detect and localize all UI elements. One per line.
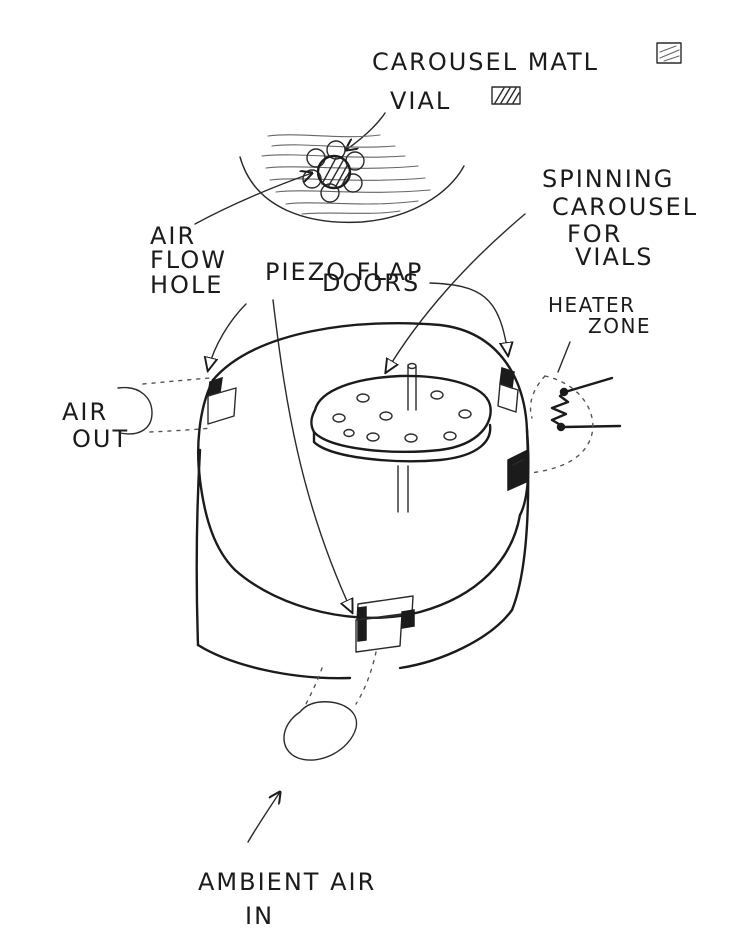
inset-outline [239,156,465,224]
spinning-carousel-callout: SPINNING CAROUSEL FOR VIALS [386,165,698,372]
chamber-lower-rim [197,378,522,619]
vial-holes [332,390,472,443]
carousel-disk-edge [312,423,492,463]
chamber-base-right [398,608,514,670]
spinning-carousel-label-line4: VIALS [575,243,654,271]
ambient-air-label-line2: IN [245,902,274,930]
air-flow-hole-callout: AIR FLOW HOLE [150,173,312,299]
legend-vial-label: VIAL [390,87,451,115]
air-flow-hole-arrow [194,173,312,225]
legend-carousel-matl-label: CAROUSEL MATL [372,48,599,76]
chamber-base-left [196,643,352,680]
heater-zone-dotted-inner [529,375,546,419]
ambient-air-inlet [283,701,358,761]
air-flow-hole-label-line1: AIR [150,222,196,250]
air-flow-hole-label-line3: HOLE [150,271,223,299]
air-out-dotted-upper [142,377,211,385]
air-out-label-line1: AIR [62,398,108,426]
legend: CAROUSEL MATL VIAL [346,42,682,150]
ambient-dotted-right [355,651,377,705]
air-out: AIR OUT [62,377,213,453]
piezo-door-front-arrow [272,299,352,612]
piezo-flap-doors [207,366,529,653]
heating-coil-icon [550,376,622,432]
hatched-rectangle-icon [491,86,521,105]
air-out-bracket [117,386,153,435]
spinning-carousel-label-line3: FOR [567,220,622,248]
piezo-door-left-arrow [208,303,247,370]
ambient-air-arrow [247,792,280,843]
hatched-square-icon [656,42,682,64]
ambient-air-in: AMBIENT AIR IN [198,651,377,930]
spinning-carousel [310,362,492,513]
heater-zone-pointer [557,341,571,373]
heater-zone-label-line1: HEATER [548,293,636,317]
heater-zone-label-line2: ZONE [588,314,651,338]
piezo-door-front [355,595,415,653]
vial-pointer-arrow [346,112,386,150]
heater-zone: HEATER ZONE [529,293,651,474]
spinning-carousel-label-line1: SPINNING [542,165,674,193]
air-out-dotted-lower [149,427,213,433]
chamber-left-wall [195,448,202,647]
piezo-door-right-arrow [429,282,508,355]
piezo-door-right-upper [497,366,519,413]
heater-zone-dotted-outline [529,375,594,474]
piezo-door-right-lower [507,448,529,492]
carousel-detail-inset [239,134,465,224]
air-flow-hole-petals [302,140,365,203]
chamber-top-rim [211,321,530,517]
piezo-flap-doors-label-line1: PIEZO FLAP [265,258,423,286]
piezo-flap-doors-label-line2: DOORS [322,269,420,297]
air-flow-hole-label-line2: FLOW [150,246,227,274]
piezo-door-left [207,376,237,425]
carousel-material-hatching [261,134,431,215]
spinning-carousel-label-line2: CAROUSEL [552,193,698,221]
piezo-flap-doors-callout: PIEZO FLAP DOORS [208,258,508,612]
ambient-air-label-line1: AMBIENT AIR [198,868,376,896]
air-out-label-line2: OUT [72,425,129,453]
ambient-dotted-left [305,667,323,705]
spinning-carousel-arrow [386,213,526,372]
vial-cross-section [316,154,352,190]
